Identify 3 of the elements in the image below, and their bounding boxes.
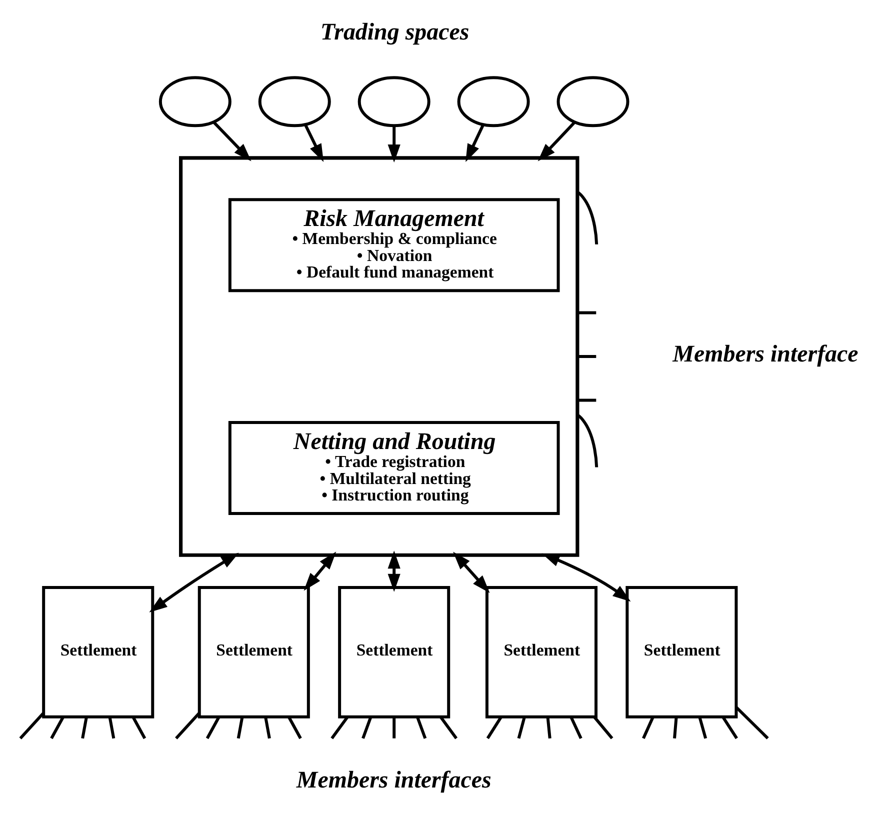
label: Members interface (672, 341, 858, 368)
label: Trading spaces (320, 19, 469, 46)
label: Members interfaces (296, 767, 491, 794)
